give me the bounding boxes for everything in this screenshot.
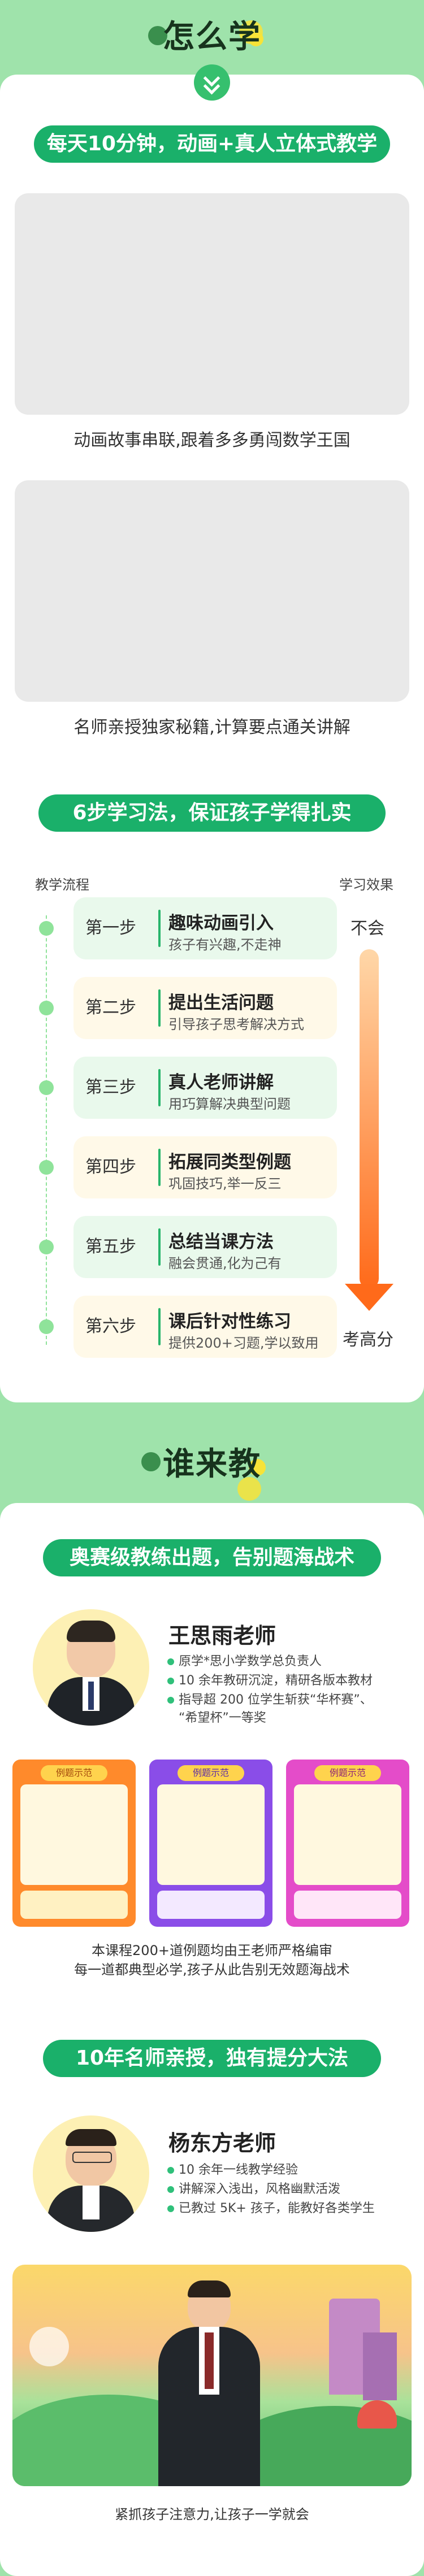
card-label: 例题示范 — [41, 1765, 107, 1781]
teacher2-name: 杨东方老师 — [168, 2131, 276, 2156]
caption-animation: 动画故事串联,跟着多多勇闯数学王国 — [73, 431, 351, 450]
steps-pill: 6步学习法，保证孩子学得扎实 — [38, 794, 386, 832]
step-number: 第一步 — [85, 918, 136, 938]
step-desc: 巩固技巧,举一反三 — [168, 1176, 282, 1192]
step-desc: 引导孩子思考解决方式 — [168, 1017, 304, 1032]
teacher1-point: “希望杯”一等奖 — [179, 1711, 266, 1725]
cards-caption-2: 每一道都典型必学,孩子从此告别无效题海战术 — [74, 1962, 350, 1978]
avatar — [33, 2115, 149, 2232]
effect-bottom: 考高分 — [343, 1330, 393, 1350]
timeline-line — [46, 915, 48, 1345]
step-4: 第四步 拓展同类型例题 巩固技巧,举一反三 — [73, 1136, 337, 1198]
step-number: 第三步 — [85, 1078, 136, 1097]
coach-pill: 奥赛级教练出题，告别题海战术 — [43, 1539, 381, 1576]
step-desc: 提供200+习题,学以致用 — [168, 1335, 319, 1351]
teacher-video[interactable] — [15, 480, 409, 702]
decor-dot — [249, 1459, 266, 1476]
caption-teacher: 名师亲授独家秘籍,计算要点通关讲解 — [73, 718, 351, 737]
teacher-pill: 10年名师亲授，独有提分大法 — [43, 2040, 381, 2077]
step-title: 真人老师讲解 — [168, 1072, 274, 1093]
timeline-dot — [39, 1240, 54, 1254]
decor-dot — [239, 20, 263, 44]
decor-dot — [237, 1477, 261, 1501]
step-5: 第五步 总结当课方法 融会贯通,化为己有 — [73, 1216, 337, 1278]
teacher2-point: 已教过 5K+ 孩子，能教好各类学生 — [167, 2198, 375, 2216]
teacher2-point: 10 余年一线教学经验 — [167, 2160, 298, 2178]
step-title: 趣味动画引入 — [168, 913, 274, 933]
chevron-down-icon — [194, 64, 230, 101]
section-title-how: 怎么学 — [163, 19, 261, 55]
teacher1-point: 原学*思小学数学总负责人 — [167, 1651, 322, 1669]
step-title: 拓展同类型例题 — [168, 1152, 291, 1172]
timeline-dot — [39, 921, 54, 936]
example-card[interactable]: 例题示范 — [149, 1760, 272, 1927]
progress-arrow-icon — [360, 949, 379, 1288]
avatar — [33, 1609, 149, 1726]
section-title-who: 谁来教 — [163, 1446, 261, 1483]
teacher1-name: 王思雨老师 — [168, 1623, 276, 1648]
decor-dot — [148, 26, 167, 45]
step-number: 第六步 — [85, 1317, 136, 1336]
example-card[interactable]: 例题示范 — [12, 1760, 136, 1927]
teacher2-point: 讲解深入浅出，风格幽默活泼 — [167, 2179, 340, 2197]
step-2: 第二步 提出生活问题 引导孩子思考解决方式 — [73, 977, 337, 1039]
step-title: 提出生活问题 — [168, 993, 274, 1013]
step-1: 第一步 趣味动画引入 孩子有兴趣,不走神 — [73, 897, 337, 959]
teacher1-point: 10 余年教研沉淀，精研各版本教材 — [167, 1670, 373, 1688]
cards-caption-1: 本课程200+道例题均由王老师严格编审 — [92, 1943, 332, 1958]
effect-label: 学习效果 — [339, 877, 393, 893]
timeline-dot — [39, 1001, 54, 1015]
how-pill: 每天10分钟，动画+真人立体式教学 — [34, 125, 390, 163]
effect-top: 不会 — [351, 919, 384, 939]
flow-label: 教学流程 — [35, 877, 89, 893]
scene-caption: 紧抓孩子注意力,让孩子一学就会 — [115, 2507, 309, 2522]
step-number: 第五步 — [85, 1237, 136, 1257]
animation-video[interactable] — [15, 193, 409, 415]
decor-dot — [141, 1452, 161, 1471]
step-desc: 融会贯通,化为己有 — [168, 1256, 282, 1271]
timeline-dot — [39, 1160, 54, 1175]
card-label: 例题示范 — [314, 1765, 381, 1781]
step-title: 课后针对性练习 — [168, 1311, 291, 1332]
step-desc: 用巧算解决典型问题 — [168, 1096, 291, 1112]
step-number: 第四步 — [85, 1157, 136, 1177]
teacher-scene-image — [12, 2265, 412, 2486]
timeline-dot — [39, 1080, 54, 1095]
card-label: 例题示范 — [178, 1765, 244, 1781]
step-number: 第二步 — [85, 998, 136, 1018]
timeline-dot — [39, 1319, 54, 1334]
step-title: 总结当课方法 — [168, 1232, 274, 1252]
step-6: 第六步 课后针对性练习 提供200+习题,学以致用 — [73, 1296, 337, 1358]
teacher1-point: 指导超 200 位学生斩获“华杯赛”、 — [167, 1689, 373, 1708]
step-desc: 孩子有兴趣,不走神 — [168, 937, 282, 953]
step-3: 第三步 真人老师讲解 用巧算解决典型问题 — [73, 1057, 337, 1119]
example-card[interactable]: 例题示范 — [286, 1760, 409, 1927]
arrow-head-icon — [345, 1284, 393, 1311]
